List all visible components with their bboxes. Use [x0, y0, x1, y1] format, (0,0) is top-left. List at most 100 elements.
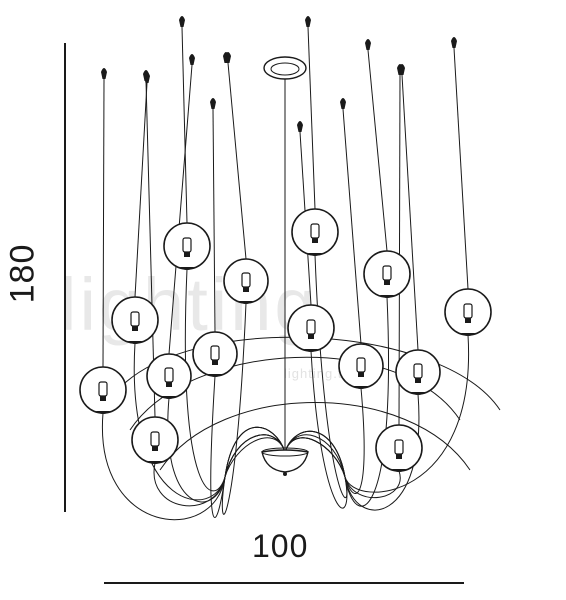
suspension-cable [227, 62, 247, 260]
hook-icon [297, 121, 303, 132]
hook-icon [223, 52, 229, 63]
bulb-socket [312, 238, 318, 243]
suspension-cable [102, 78, 105, 368]
bulb-filament [310, 223, 320, 239]
bulb-socket [465, 318, 471, 323]
bulb-socket [243, 287, 249, 292]
globe-collar [208, 374, 222, 377]
bulb-socket [396, 454, 402, 459]
bulb-filament [241, 272, 251, 288]
hook-icon [143, 70, 149, 81]
bulb-filament [356, 357, 366, 373]
globe-bulb [338, 343, 384, 389]
diffuser-tip [283, 472, 287, 476]
globe-bulb [291, 208, 339, 256]
hook-icon [210, 98, 216, 109]
bulb-filament [164, 367, 174, 383]
globe-bulb [131, 416, 179, 464]
suspension-cables [102, 26, 469, 426]
bulb-socket [100, 396, 106, 401]
diffuser-bowl [261, 449, 309, 473]
bulb-filament [98, 381, 108, 397]
globe-bulb [223, 258, 269, 304]
hanging-cable-loop [167, 397, 286, 503]
bulb-filament [463, 303, 473, 319]
width-dimension-label: 100 [252, 528, 309, 564]
ceiling-canopy-plate [263, 56, 307, 80]
hanging-cable-loop [221, 302, 286, 515]
bulb-filament [413, 363, 423, 379]
globe-collar [96, 411, 110, 414]
suspension-cable [367, 49, 388, 252]
suspension-cable [181, 26, 188, 224]
globe-collar [148, 461, 162, 464]
bulb-socket [132, 326, 138, 331]
globe-bulb [395, 349, 441, 395]
globe-bulb [444, 288, 492, 336]
bulb-filament [182, 237, 192, 253]
globe-bulb [363, 250, 411, 298]
bulb-socket [166, 382, 172, 387]
central-diffuser [261, 447, 309, 476]
bulb-socket [184, 252, 190, 257]
globe-bulb [287, 304, 335, 352]
suspension-cable [134, 82, 148, 298]
hanging-cable-loop [284, 350, 348, 509]
hanging-cable-loop [184, 268, 286, 492]
bulb-filament [394, 439, 404, 455]
globe-collar [392, 469, 406, 472]
globe-collar [239, 301, 253, 304]
globe-collar [180, 267, 194, 270]
suspension-cable [401, 74, 419, 351]
hook-icon [451, 37, 457, 48]
bulb-socket [212, 360, 218, 365]
globe-collar [461, 333, 475, 336]
diffuser-rim [261, 447, 309, 457]
watermark-main: lighting [60, 263, 319, 346]
bulb-socket [308, 334, 314, 339]
hanging-cable-loop [102, 412, 286, 521]
ceiling-canopy-inner [270, 62, 300, 76]
ceiling-canopy [263, 56, 307, 448]
globe-bulb [375, 424, 423, 472]
globe-collar [411, 392, 425, 395]
hook-icon [189, 54, 195, 65]
globe-bulbs [79, 208, 492, 472]
bulb-socket [358, 372, 364, 377]
suspension-cable [453, 47, 469, 290]
hook-icon [179, 16, 185, 27]
bulb-filament [382, 265, 392, 281]
hanging-cable-loop [284, 437, 401, 499]
hook-icon [397, 64, 403, 75]
suspension-cable [168, 64, 193, 355]
height-dimension-label: 180 [3, 243, 42, 304]
globe-collar [128, 341, 142, 344]
suspension-cable [307, 26, 316, 210]
globe-bulb [163, 222, 211, 270]
hanging-cable-loop [159, 402, 471, 471]
bulb-filament [130, 311, 140, 327]
globe-collar [354, 386, 368, 389]
globe-collar [304, 349, 318, 352]
dimension-lines [64, 43, 464, 584]
suspension-cable [212, 108, 216, 333]
globe-bulb [146, 353, 192, 399]
bulb-filament [210, 345, 220, 361]
bulb-socket [415, 378, 421, 383]
bulb-socket [152, 446, 158, 451]
globe-collar [162, 396, 176, 399]
suspension-cable [342, 108, 362, 345]
bulb-filament [150, 431, 160, 447]
globe-bulb [192, 331, 238, 377]
hook-icon [340, 98, 346, 109]
globe-bulb [79, 366, 127, 414]
bulb-socket [384, 280, 390, 285]
globe-collar [380, 295, 394, 298]
hook-icon [365, 39, 371, 50]
hook-icon [305, 16, 311, 27]
globe-bulb [111, 296, 159, 344]
globe-collar [308, 253, 322, 256]
hanging-cable-loop [153, 434, 286, 507]
ceiling-hooks [101, 16, 457, 132]
